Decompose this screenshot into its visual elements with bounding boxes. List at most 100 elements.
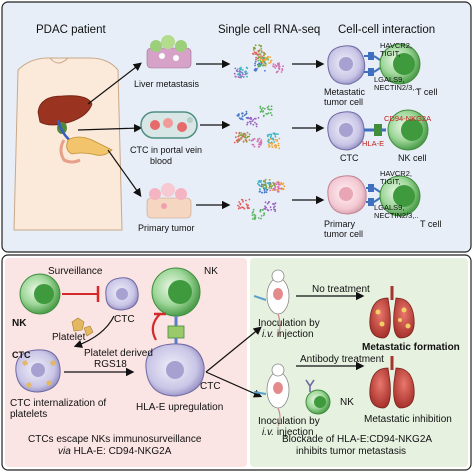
row3-left-cell: Primary: [324, 219, 355, 229]
tsne-point: [277, 181, 280, 184]
row1-right-cell: T cell: [416, 87, 438, 97]
tsne-point: [270, 187, 273, 190]
tsne-point: [239, 73, 242, 76]
tsne-point: [253, 69, 256, 72]
tsne-point: [266, 106, 269, 109]
primary-tumor-cell: [327, 175, 367, 215]
tsne-point: [252, 143, 255, 146]
tsne-point: [251, 218, 254, 220]
tsne-point: [265, 186, 268, 189]
tsne-point: [241, 134, 244, 137]
receptor-box: [374, 124, 382, 136]
rgs18-label: RGS18: [94, 359, 127, 370]
tsne-point: [268, 108, 271, 111]
tsne-point: [258, 143, 260, 146]
tsne-point: [241, 135, 244, 138]
tsne-point: [262, 51, 265, 54]
tsne-point: [268, 187, 271, 189]
tsne-point: [276, 138, 279, 141]
bottom-right-caption-2: inhibits tumor metastasis: [296, 446, 407, 457]
lungs-inhibited: [369, 356, 415, 409]
tsne-point: [240, 75, 242, 78]
tsne-point: [272, 65, 274, 68]
tsne-point: [252, 118, 255, 121]
tsne-point: [241, 112, 243, 115]
patient-body: [13, 57, 123, 231]
row3-left-cell-2: tumor cell: [324, 229, 364, 239]
tsne-point: [258, 44, 261, 47]
bottom-right-caption-1: Blockade of HLA-E:CD94-NKG2A: [282, 434, 433, 445]
tsne-point: [257, 51, 260, 53]
tsne-point: [246, 131, 249, 134]
inoc2-label-2: i.v. injection: [262, 427, 314, 438]
tsne-point: [269, 60, 272, 62]
tsne-point: [278, 64, 281, 66]
tsne-point: [249, 116, 252, 119]
row1-left-cell-2: tumor cell: [324, 97, 364, 107]
tsne-point: [269, 183, 272, 186]
tsne-point: [239, 203, 242, 206]
tsne-point: [238, 134, 241, 137]
tsne-point: [262, 186, 264, 188]
tsne-point: [257, 217, 260, 219]
tsne-point: [235, 132, 238, 134]
tsne-point: [241, 71, 243, 74]
tsne-point: [257, 139, 259, 142]
tsne-point: [235, 69, 238, 72]
tsne-point: [276, 140, 278, 143]
tsne-point: [260, 56, 262, 58]
tsne-point: [277, 144, 280, 147]
ligand-box-2: [368, 68, 374, 76]
tsne-point: [268, 200, 271, 203]
liver-metastasis-tissue: [146, 35, 192, 69]
interaction-label: Cell-cell interaction: [338, 24, 436, 36]
row1-ligand-4: NECTIN2/3,..: [374, 83, 419, 92]
tsne-point: [270, 105, 273, 108]
tsne-point: [280, 181, 283, 184]
tsne-point: [237, 73, 239, 76]
tsne-point: [272, 132, 275, 135]
tsne-point: [268, 179, 271, 181]
tsne-point: [269, 136, 272, 139]
tsne-point: [269, 189, 272, 192]
tsne-point: [262, 183, 265, 186]
iv-text-1: i.v.: [262, 329, 275, 340]
tsne-point: [253, 47, 256, 50]
injection-text-2: injection: [274, 427, 314, 438]
tsne-point: [272, 181, 274, 184]
tsne-point: [270, 141, 273, 144]
tsne-point: [263, 188, 266, 191]
ctc-cell-small: [105, 277, 139, 311]
metastatic-formation-label: Metastatic formation: [362, 342, 460, 353]
tsne-point: [239, 67, 242, 70]
ligand-box-1: [368, 52, 374, 60]
tsne-point: [271, 146, 274, 149]
tsne-point: [270, 208, 273, 211]
row3-ligand-4: NECTIN2/3,..: [374, 211, 419, 220]
tsne-point: [242, 69, 244, 71]
tsne-point: [246, 75, 249, 78]
tsne-point: [254, 117, 256, 120]
tsne-point: [247, 204, 250, 207]
tsne-point: [272, 63, 275, 65]
tsne-point: [260, 215, 263, 217]
tsne-point: [271, 189, 274, 192]
cd94-receptor: [167, 325, 185, 339]
tsne-point: [251, 212, 254, 214]
bottom-left-caption-2: via HLA-E: CD94-NKG2A: [58, 446, 171, 457]
rnaseq-label: Single cell RNA-seq: [218, 24, 321, 36]
tsne-point: [245, 203, 248, 206]
row3-ligand-2: TIGIT,: [380, 177, 401, 186]
tsne-point: [236, 68, 239, 71]
tsne-point: [264, 64, 267, 67]
tsne-point: [259, 107, 262, 109]
tsne-point: [280, 71, 283, 73]
tsne-point: [249, 122, 252, 125]
t-cell-1: [379, 43, 421, 85]
tsne-point: [259, 45, 262, 48]
lungs-metastatic: [369, 286, 415, 339]
tsne-point: [251, 120, 254, 122]
tsne-point: [261, 209, 264, 211]
tsne-point: [258, 184, 261, 187]
